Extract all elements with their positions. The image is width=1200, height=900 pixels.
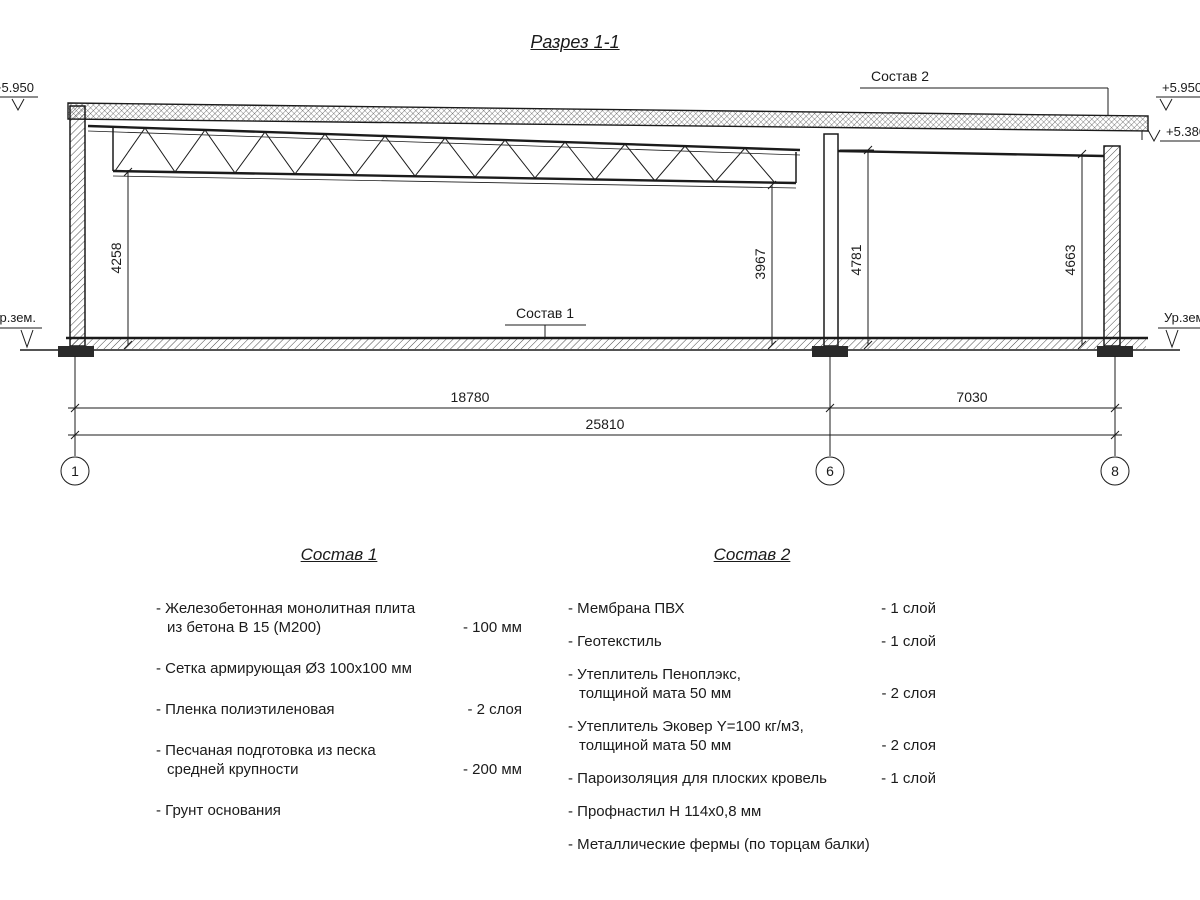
composition2-callout-label: Состав 2 <box>871 68 929 84</box>
composition1-callout: Состав 1 <box>505 305 586 338</box>
item-text: - Металлические фермы (по торцам балки) <box>568 836 870 853</box>
list-item: - Пленка полиэтиленовая - 2 слоя <box>156 700 522 719</box>
roof-beam-right <box>837 149 1105 158</box>
dim-bottom-chain: 18780 7030 25810 <box>68 356 1122 456</box>
list-item: - Утеплитель Пеноплэкс, толщиной мата 50 … <box>568 665 936 703</box>
roof-slab <box>67 102 1149 140</box>
list-item: - Утеплитель Эковер Y=100 кг/м3, толщиной… <box>568 717 936 755</box>
axis-6-label: 6 <box>826 463 834 479</box>
ground-level-right: Ур.зем. <box>1158 310 1200 349</box>
footings <box>58 346 1133 357</box>
column-middle <box>823 133 839 347</box>
item-value: - 1 слой <box>881 633 936 650</box>
list-item: - Грунт основания <box>156 801 522 820</box>
item-text: - Пленка полиэтиленовая <box>156 701 335 718</box>
list-item: - Профнастил Н 114х0,8 мм <box>568 802 936 821</box>
ground-level-left: Ур.зем. <box>0 310 42 349</box>
item-text: - Сетка армирующая Ø3 100х100 мм <box>156 660 412 677</box>
ground-level-right-label: Ур.зем. <box>1164 310 1200 325</box>
item-value: - 200 мм <box>463 761 522 778</box>
page-title: Разрез 1-1 <box>530 32 620 52</box>
composition2-section: Состав 2 - Мембрана ПВХ - 1 слой - Геоте… <box>568 545 936 868</box>
list-item: - Мембрана ПВХ - 1 слой <box>568 599 936 618</box>
dim-height-1-value: 4258 <box>108 242 124 273</box>
composition2-heading: Состав 2 <box>713 545 791 564</box>
item-text: - Железобетонная монолитная плита <box>156 600 416 617</box>
item-text-line2: толщиной мата 50 мм <box>579 737 732 754</box>
dim-height-3-value: 4781 <box>848 244 864 275</box>
item-text: - Утеплитель Пеноплэкс, <box>568 666 741 683</box>
item-text-line2: средней крупности <box>167 761 299 778</box>
elevation-top-right-label: +5.950 <box>1162 80 1200 95</box>
dim-height-4-value: 4663 <box>1062 244 1078 275</box>
composition2-callout: Состав 2 <box>860 68 1109 115</box>
floor-slab <box>20 336 1180 351</box>
column-left <box>69 105 86 347</box>
elevation-mid-right-label: +5.380 <box>1166 124 1200 139</box>
item-value: - 1 слой <box>881 600 936 617</box>
list-item: - Пароизоляция для плоских кровель - 1 с… <box>568 769 936 788</box>
dim-height-2-value: 3967 <box>752 248 768 279</box>
item-text: - Утеплитель Эковер Y=100 кг/м3, <box>568 718 804 735</box>
list-item: - Сетка армирующая Ø3 100х100 мм <box>156 659 522 678</box>
elevation-top-left: +5.950 <box>0 80 38 112</box>
dim-height-3: 4781 <box>840 145 874 350</box>
dim-span-1-value: 18780 <box>451 389 490 405</box>
axis-1-label: 1 <box>71 463 79 479</box>
item-text: - Грунт основания <box>156 802 281 819</box>
elevation-top-left-label: +5.950 <box>0 80 34 95</box>
composition1-section: Состав 1 - Железобетонная монолитная пли… <box>156 545 522 842</box>
list-item: - Железобетонная монолитная плита из бето… <box>156 599 522 637</box>
list-item: - Металлические фермы (по торцам балки) <box>568 835 936 854</box>
item-value: - 2 слоя <box>467 701 522 718</box>
list-item: - Песчаная подготовка из песка средней кр… <box>156 741 522 779</box>
elevation-top-right: +5.950 <box>1156 80 1200 112</box>
ground-level-left-label: Ур.зем. <box>0 310 36 325</box>
item-value: - 100 мм <box>463 619 522 636</box>
axis-8-label: 8 <box>1111 463 1119 479</box>
item-value: - 2 слоя <box>881 737 936 754</box>
list-item: - Геотекстиль - 1 слой <box>568 632 936 651</box>
item-text: - Мембрана ПВХ <box>568 600 685 617</box>
dim-height-1: 4258 <box>108 167 133 350</box>
item-value: - 1 слой <box>881 770 936 787</box>
composition1-callout-label: Состав 1 <box>516 305 574 321</box>
section-drawing: Ур.зем. Ур.зем. +5.950 +5.950 +5.380 С <box>0 68 1200 486</box>
column-right <box>1103 145 1121 347</box>
axis-markers: 1 6 8 <box>60 456 1130 486</box>
item-text-line2: из бетона В 15 (М200) <box>167 619 322 636</box>
composition1-heading: Состав 1 <box>300 545 378 564</box>
elevation-mid-right: +5.380 <box>1147 124 1200 143</box>
dim-height-2: 3967 <box>752 180 777 350</box>
item-text: - Геотекстиль <box>568 633 662 650</box>
item-value: - 2 слоя <box>881 685 936 702</box>
item-text: - Песчаная подготовка из песка <box>156 742 376 759</box>
roof-truss <box>87 124 801 189</box>
dim-total-value: 25810 <box>586 416 625 432</box>
item-text-line2: толщиной мата 50 мм <box>579 685 732 702</box>
item-text: - Пароизоляция для плоских кровель <box>568 770 827 787</box>
dim-height-4: 4663 <box>1062 149 1087 350</box>
item-text: - Профнастил Н 114х0,8 мм <box>568 803 762 820</box>
dim-span-2-value: 7030 <box>956 389 987 405</box>
